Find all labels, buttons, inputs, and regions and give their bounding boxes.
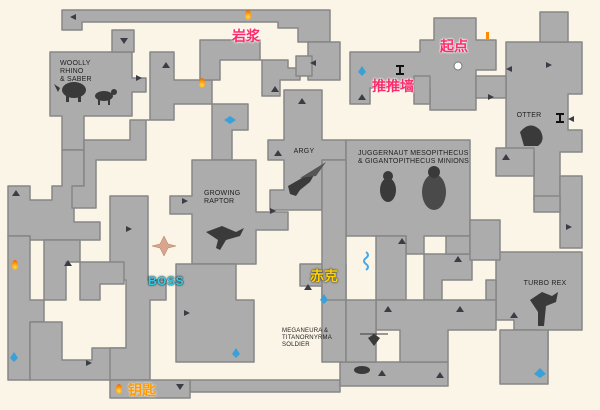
torch-icon [12, 260, 18, 270]
marker-key: 钥匙 [128, 383, 156, 399]
arrow-icon [378, 370, 386, 376]
arrow-icon [298, 98, 306, 104]
torch-icon [245, 10, 251, 20]
marker-boss: BOSS [148, 274, 185, 288]
gigantopithecus-icon [422, 174, 446, 210]
growing-raptor-icon [206, 226, 244, 250]
label-meganeura: MEGANEURA & TITANORNYRMA SOLDIER [282, 328, 332, 348]
label-woolly-rhino-saber: WOOLLY RHINO & SABER [60, 60, 92, 83]
marker-cinnabar: 赤克 [310, 269, 338, 285]
marker-push-wall: 推推墙 [372, 79, 414, 95]
otter-icon [520, 125, 543, 146]
boss-spike-icon [151, 235, 177, 257]
arrow-icon [126, 226, 132, 232]
arrow-icon [398, 238, 406, 244]
push-wall-icon [396, 65, 404, 75]
titanomyrma-icon [354, 366, 370, 374]
arrow-icon [136, 75, 142, 81]
arrow-icon [274, 150, 282, 156]
water-icon [232, 348, 240, 358]
push-wall-icon [556, 113, 564, 123]
arrow-icon [86, 360, 92, 366]
arrow-icon [502, 154, 510, 160]
label-growing-raptor: GROWING RAPTOR [204, 190, 241, 205]
arrow-icon [384, 306, 392, 312]
torch-icon [116, 384, 122, 394]
arrow-icon [176, 384, 184, 390]
arrow-icon [488, 94, 494, 100]
room-growing-raptor [169, 159, 289, 265]
turbo-rex-icon [530, 292, 558, 326]
arrow-icon [566, 224, 572, 230]
arrow-icon [12, 190, 20, 196]
arrow-icon [304, 284, 312, 290]
arrow-icon [310, 60, 316, 66]
mesopithecus-icon [380, 178, 396, 202]
arrow-icon [120, 38, 128, 44]
arrow-icon [270, 208, 276, 214]
arrow-icon [64, 260, 72, 266]
room-start [349, 17, 497, 111]
arrow-icon [162, 62, 170, 68]
arrow-icon [510, 312, 518, 318]
arrow-icon [454, 256, 462, 262]
label-otter: OTTER [516, 112, 542, 119]
arrow-icon [271, 86, 279, 92]
water-icon [534, 368, 546, 378]
arrow-icon [184, 310, 190, 316]
start-orb-icon [453, 61, 463, 71]
marker-start: 起点 [440, 39, 468, 55]
label-juggernaut: JUGGERNAUT MESOPITHECUS & GIGANTOPITHECU… [358, 150, 470, 165]
water-icon [10, 352, 18, 362]
arrow-icon [506, 66, 512, 72]
meganeura-icon [368, 334, 380, 346]
corridor-top [61, 9, 331, 43]
water-icon [358, 66, 366, 76]
arrow-icon [182, 198, 188, 204]
label-argy: ARGY [293, 148, 315, 155]
wave-icon [363, 251, 369, 271]
torch-icon [199, 78, 205, 88]
arrow-icon [436, 372, 444, 378]
woolly-rhino-icon [62, 82, 86, 98]
saber-icon [95, 91, 113, 101]
arrow-icon [456, 306, 464, 312]
label-turbo-rex: TURBO REX [523, 280, 567, 287]
door-icon [486, 32, 489, 40]
marker-rock: 岩浆 [232, 29, 260, 45]
arrow-icon [358, 94, 366, 100]
water-icon [320, 294, 328, 304]
arrow-icon [568, 116, 574, 122]
water-icon [224, 116, 236, 124]
arrow-icon [70, 14, 76, 20]
arrow-icon [546, 62, 552, 68]
